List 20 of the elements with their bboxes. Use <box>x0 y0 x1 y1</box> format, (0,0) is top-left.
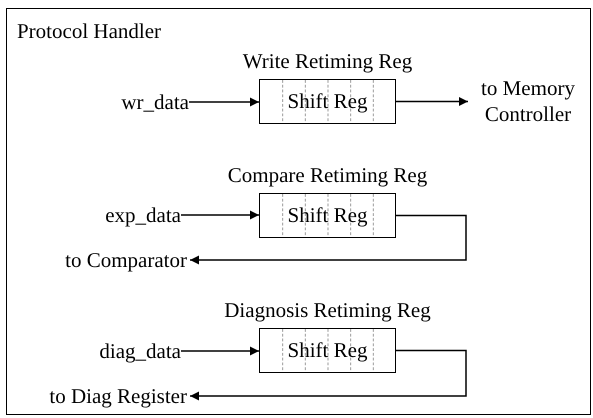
arrow <box>181 210 259 220</box>
register-label: Shift Reg <box>288 203 368 228</box>
register-heading: Compare Retiming Reg <box>228 163 428 188</box>
frame-title: Protocol Handler <box>17 19 162 44</box>
register-label: Shift Reg <box>288 338 368 363</box>
arrow <box>181 346 259 356</box>
arrow <box>189 98 259 106</box>
register-heading: Write Retiming Reg <box>242 49 412 74</box>
signal-label: to Diag Register <box>11 383 187 409</box>
signal-label: wr_data <box>67 89 189 115</box>
register-label: Shift Reg <box>288 89 368 114</box>
protocol-handler-frame <box>6 8 591 415</box>
signal-label: diag_data <box>47 338 181 364</box>
arrow <box>396 97 468 106</box>
arrow <box>190 214 467 264</box>
signal-label: to Memory Controller <box>468 75 588 127</box>
arrow <box>190 350 467 400</box>
signal-label: to Comparator <box>17 247 187 273</box>
register-heading: Diagnosis Retiming Reg <box>224 298 431 323</box>
signal-label: exp_data <box>47 202 181 228</box>
